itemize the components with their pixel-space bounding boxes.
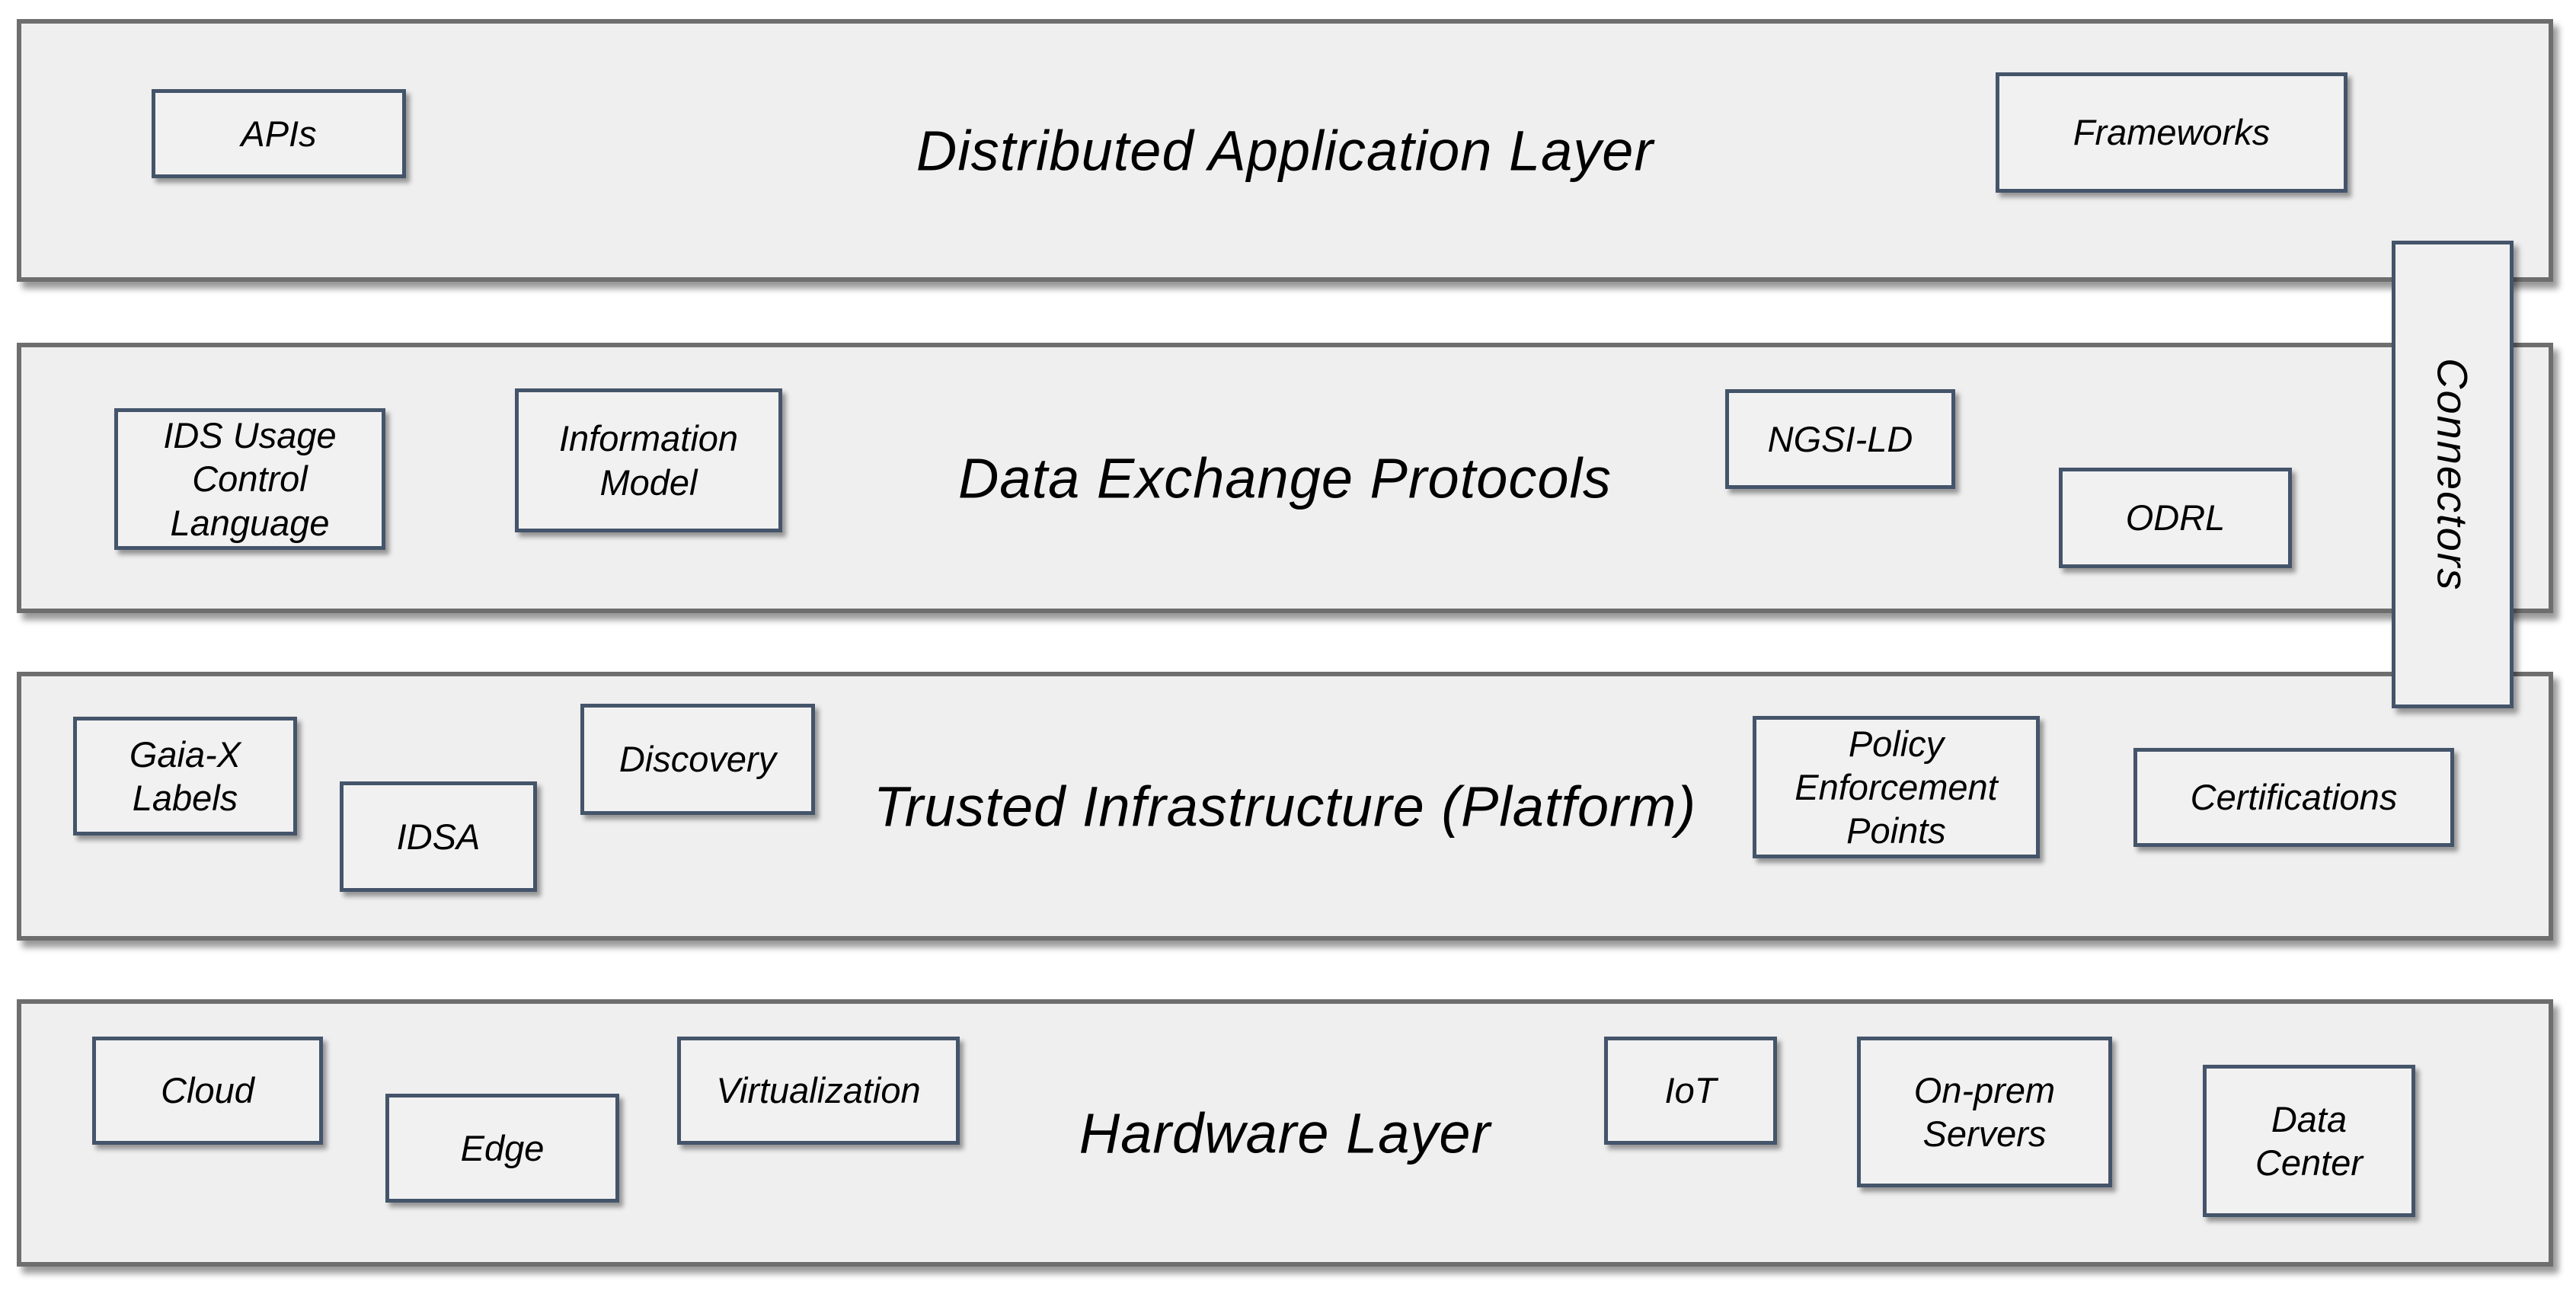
node-label-idsa: IDSA	[396, 816, 481, 857]
node-label-apis: APIs	[241, 113, 317, 154]
layer-title-hardware-layer: Hardware Layer	[1079, 1101, 1491, 1165]
layer-hardware-layer: Hardware Layer Cloud Edge Virtualization…	[17, 999, 2553, 1267]
node-discovery: Discovery	[580, 704, 815, 815]
node-label-odrl: ODRL	[2125, 497, 2226, 538]
node-label-on-prem-servers: On-prem Servers	[1913, 1069, 2056, 1154]
layer-distributed-application-layer: Distributed Application Layer APIs Frame…	[17, 19, 2553, 282]
layer-trusted-infrastructure-platform: Trusted Infrastructure (Platform) Gaia-X…	[17, 672, 2553, 941]
node-label-virtualization: Virtualization	[716, 1070, 921, 1111]
node-edge: Edge	[385, 1094, 619, 1203]
node-label-edge: Edge	[460, 1127, 545, 1168]
node-frameworks: Frameworks	[1996, 72, 2347, 193]
node-label-iot: IoT	[1664, 1070, 1717, 1111]
node-idsa: IDSA	[340, 781, 537, 892]
layer-title-data-exchange-protocols: Data Exchange Protocols	[957, 446, 1612, 510]
node-apis: APIs	[152, 89, 406, 178]
node-on-prem-servers: On-prem Servers	[1857, 1037, 2112, 1187]
node-cloud: Cloud	[92, 1037, 323, 1145]
node-ids-usage-control-language: IDS Usage Control Language	[114, 408, 385, 550]
layer-data-exchange-protocols: Data Exchange Protocols IDS Usage Contro…	[17, 343, 2553, 613]
node-label-policy-enforcement-points: Policy Enforcement Points	[1795, 723, 1998, 851]
node-data-center: Data Center	[2203, 1065, 2415, 1217]
node-label-data-center: Data Center	[2255, 1098, 2363, 1183]
node-label-certifications: Certifications	[2190, 777, 2398, 818]
layer-title-distributed-application-layer: Distributed Application Layer	[916, 119, 1654, 182]
node-gaia-x-labels: Gaia-X Labels	[73, 717, 297, 836]
layer-title-trusted-infrastructure-platform: Trusted Infrastructure (Platform)	[873, 775, 1697, 838]
node-virtualization: Virtualization	[677, 1037, 960, 1145]
node-label-ngsi-ld: NGSI-LD	[1767, 418, 1913, 459]
node-label-information-model: Information Model	[558, 418, 739, 503]
node-label-ids-usage-control-language: IDS Usage Control Language	[163, 415, 337, 543]
node-odrl: ODRL	[2059, 468, 2292, 568]
node-policy-enforcement-points: Policy Enforcement Points	[1753, 716, 2040, 858]
connectors-bar: Connectors	[2392, 241, 2514, 708]
node-label-frameworks: Frameworks	[2073, 112, 2271, 153]
node-information-model: Information Model	[515, 388, 782, 532]
node-certifications: Certifications	[2133, 748, 2454, 847]
node-ngsi-ld: NGSI-LD	[1725, 389, 1955, 489]
node-label-gaia-x-labels: Gaia-X Labels	[129, 733, 241, 818]
connectors-label: Connectors	[2428, 357, 2477, 592]
node-iot: IoT	[1604, 1037, 1777, 1145]
node-label-discovery: Discovery	[618, 739, 777, 780]
node-label-cloud: Cloud	[161, 1070, 254, 1111]
